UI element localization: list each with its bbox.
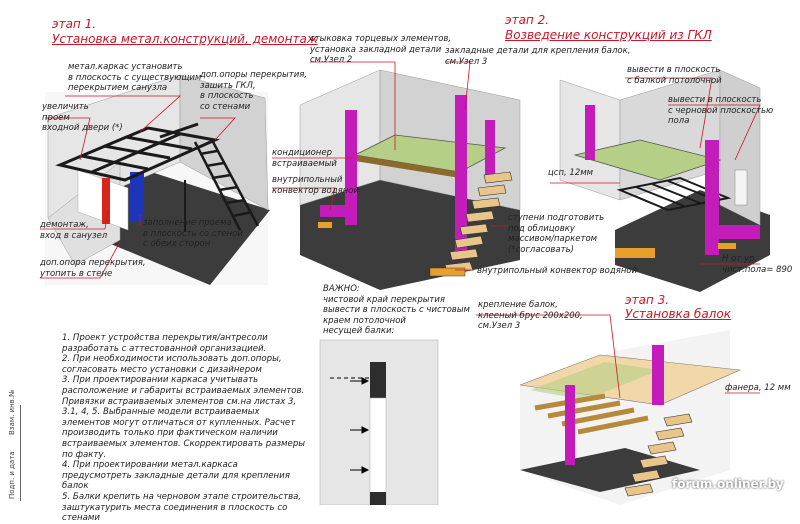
arrow-icon xyxy=(350,377,370,474)
callout-ac: кондиционер встраиваемый xyxy=(272,148,337,169)
stage1-number: этап 1. xyxy=(52,17,97,31)
stage2-drawing-left xyxy=(299,69,521,290)
note-item: 3. При проектировании каркаса учитывать … xyxy=(62,375,306,460)
callout-fill: заполнение проема в плоскость со стеной … xyxy=(143,218,243,249)
magenta-partition xyxy=(345,110,357,225)
leader-lines xyxy=(40,61,761,399)
notes-block: 1. Проект устройства перекрытия/антресол… xyxy=(62,333,307,524)
note-item: 1. Проект устройства перекрытия/антресол… xyxy=(62,333,268,354)
title-block-stamp: Взам. инв.№ Подп. и дата xyxy=(6,390,21,501)
note-item: 4. При проектировании метал.каркаса пред… xyxy=(62,460,290,492)
stage2-number: этап 2. xyxy=(505,13,550,27)
stage1-title: Установка метал.конструкций, демонтаж xyxy=(52,32,318,46)
note-item: 5. Балки крепить на черновом этапе строи… xyxy=(62,491,302,524)
isometric-sheet xyxy=(40,61,770,505)
callout-demolish: демонтаж, вход в санузел xyxy=(40,220,108,241)
callout-plywood: фанера, 12 мм xyxy=(725,383,791,393)
callout-embedded: закладные детали для крепления балок, см… xyxy=(445,46,631,67)
stage2-drawing-right xyxy=(559,69,770,292)
callout-joint: стыковка торцевых элементов, установка з… xyxy=(310,34,452,65)
note-item: 2. При необходимости использовать доп.оп… xyxy=(62,354,282,375)
stage3-drawing xyxy=(519,330,742,505)
metal-frame xyxy=(55,122,221,182)
metal-stair xyxy=(193,139,260,231)
stage3-title: Установка балок xyxy=(625,307,731,321)
watermark: forum.onliner.by xyxy=(672,477,784,491)
callout-plane-ceiling: вывести в плоскость с черновой плоскость… xyxy=(668,95,774,126)
stamp-field-replace: Взам. инв.№ xyxy=(8,389,16,435)
detail-section xyxy=(319,339,439,505)
callout-level: Н от ур. чист.пола= 890 xyxy=(722,254,793,275)
stamp-field-signature: Подп. и дата xyxy=(8,451,16,499)
stage3-steps xyxy=(624,413,693,497)
callout-plane-beam: вывести в плоскость с балкой потолочной xyxy=(627,65,722,86)
callout-convector: внутрипольный конвектор водяной xyxy=(272,175,359,196)
callout-important: ВАЖНО: чистовой край перекрытия вывести … xyxy=(323,284,470,336)
stage1-drawing xyxy=(45,74,270,285)
callout-support-wall: доп.опора перекрытия, утопить в стене xyxy=(40,258,146,279)
stage3-number: этап 3. xyxy=(625,293,670,307)
callout-frame: метал.каркас установить в плоскость с су… xyxy=(68,62,202,93)
callout-supports: доп.опоры перекрытия, зашить ГКЛ, в плос… xyxy=(200,70,308,112)
callout-door: увеличить проем входной двери (*) xyxy=(42,102,123,133)
callout-beams: крепление балок, клееный брус 200х200, с… xyxy=(478,300,583,331)
callout-convector-bottom: внутрипольный конвектор водяной xyxy=(477,266,638,276)
callout-steps: ступени подготовить под облицовку массив… xyxy=(508,213,605,255)
stage2-title: Возведение конструкций из ГКЛ xyxy=(505,28,712,42)
blue-door xyxy=(130,172,144,222)
red-partition xyxy=(102,178,110,224)
callout-csp: цсп, 12мм xyxy=(548,168,594,178)
